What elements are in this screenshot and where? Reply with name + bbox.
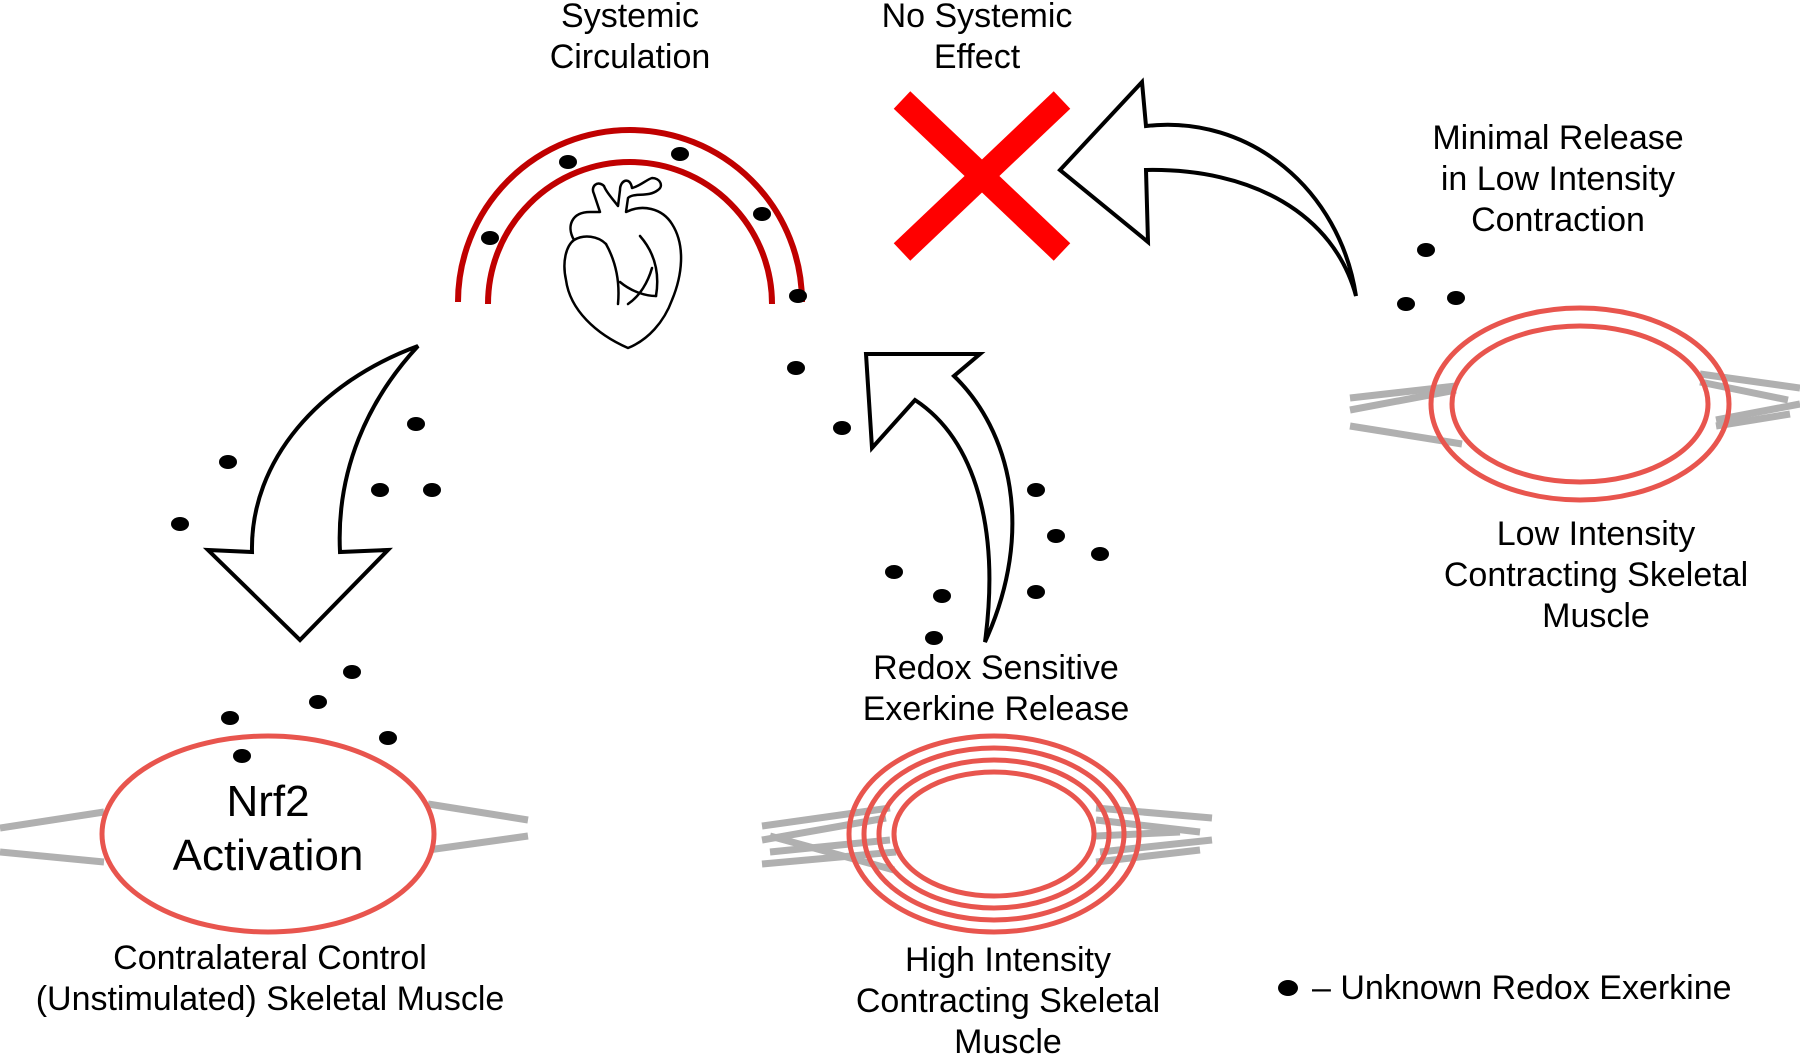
exerkine-dot — [559, 155, 577, 169]
label-line: Muscle — [1542, 597, 1650, 635]
exerkine-dot — [753, 207, 771, 221]
label-line: Contracting Skeletal — [1443, 556, 1749, 594]
label-line: Systemic — [561, 0, 699, 35]
exerkine-dot — [379, 731, 397, 745]
high-muscle-ring-4 — [891, 769, 1097, 899]
label-line: (Unstimulated) Skeletal Muscle — [35, 980, 505, 1018]
label-line: Minimal Release — [1432, 119, 1684, 157]
label-line: Activation — [172, 831, 364, 880]
exerkine-dot — [171, 517, 189, 531]
exerkine-dot — [671, 147, 689, 161]
label-low-intensity-muscle: Low Intensity Contracting Skeletal Muscl… — [1416, 514, 1776, 637]
exerkine-dot — [1027, 585, 1045, 599]
label-redox-release: Redox Sensitive Exerkine Release — [840, 648, 1152, 730]
exerkine-dot — [219, 455, 237, 469]
heart-icon — [563, 176, 683, 350]
no-effect-cross-icon — [893, 91, 1071, 261]
label-nrf2-activation: Nrf2 Activation — [148, 775, 388, 883]
exerkine-dot — [343, 665, 361, 679]
label-line: High Intensity — [905, 941, 1111, 979]
label-high-intensity-muscle: High Intensity Contracting Skeletal Musc… — [828, 940, 1188, 1063]
label-line: Effect — [933, 38, 1021, 76]
high-muscle-ring-1 — [846, 733, 1142, 935]
exerkine-dot — [233, 749, 251, 763]
exerkine-dot — [481, 231, 499, 245]
exerkine-dots — [171, 147, 1465, 763]
label-line: Contralateral Control — [113, 939, 427, 977]
contralateral-muscle-ring — [99, 733, 437, 935]
systemic-circulation-vessel — [455, 127, 805, 305]
exerkine-dot — [371, 483, 389, 497]
high-muscle-ring-2 — [861, 745, 1127, 923]
label-line: Exerkine Release — [862, 690, 1130, 728]
legend-text: – Unknown Redox Exerkine — [1312, 969, 1732, 1007]
label-line: Muscle — [954, 1023, 1062, 1061]
label-line: Low Intensity — [1496, 515, 1696, 553]
label-no-systemic-effect: No Systemic Effect — [864, 0, 1090, 78]
label-line: in Low Intensity — [1440, 160, 1676, 198]
label-systemic-circulation: Systemic Circulation — [530, 0, 730, 78]
exerkine-dot — [1447, 291, 1465, 305]
label-contralateral-muscle: Contralateral Control (Unstimulated) Ske… — [0, 938, 540, 1020]
label-line: Nrf2 — [226, 777, 310, 826]
exerkine-dot — [1027, 483, 1045, 497]
exerkine-dot — [221, 711, 239, 725]
exerkine-dot — [789, 289, 807, 303]
exerkine-dot — [787, 361, 805, 375]
exerkine-dot — [833, 421, 851, 435]
exerkine-dot — [1397, 297, 1415, 311]
vessel-outer-arc — [455, 127, 805, 303]
exerkine-dot — [885, 565, 903, 579]
exerkine-dot — [423, 483, 441, 497]
label-line: Circulation — [549, 38, 711, 76]
high-muscle-ring-3 — [876, 757, 1112, 911]
arrow-low-to-cross — [1057, 77, 1358, 297]
exerkine-dot — [1047, 529, 1065, 543]
low-intensity-muscle — [1349, 305, 1800, 503]
low-muscle-inner-ring — [1449, 323, 1711, 485]
low-muscle-outer-ring — [1428, 305, 1732, 503]
exerkine-dot — [925, 631, 943, 645]
label-minimal-release: Minimal Release in Low Intensity Contrac… — [1408, 118, 1708, 241]
arrow-high-to-circulation — [863, 352, 1015, 643]
label-line: Contracting Skeletal — [855, 982, 1161, 1020]
exerkine-dot — [309, 695, 327, 709]
label-line: No Systemic — [881, 0, 1073, 35]
arrow-circulation-to-contralateral — [202, 344, 420, 643]
exerkine-dot — [1417, 243, 1435, 257]
high-intensity-muscle — [761, 733, 1213, 935]
exerkine-dot — [1091, 547, 1109, 561]
exerkine-dot — [933, 589, 951, 603]
legend-dot-icon — [1278, 980, 1298, 996]
contralateral-muscle — [0, 733, 529, 935]
label-line: Contraction — [1471, 201, 1645, 239]
exerkine-dot — [407, 417, 425, 431]
legend: – Unknown Redox Exerkine — [1278, 968, 1732, 1008]
label-line: Redox Sensitive — [873, 649, 1119, 687]
vessel-inner-arc — [485, 159, 775, 305]
